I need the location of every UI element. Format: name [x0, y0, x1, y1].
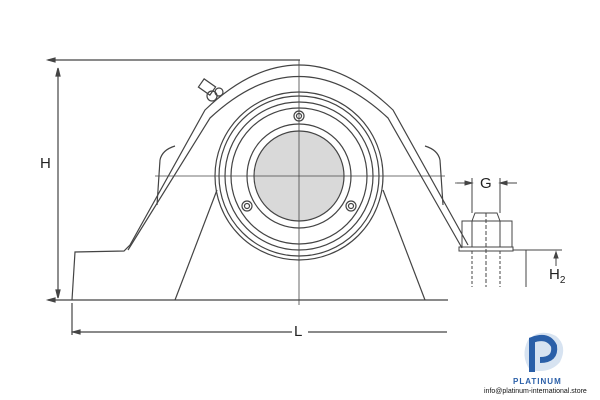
- logo-email: info@platinum-international.store: [484, 388, 587, 395]
- base-height-label: H2: [549, 266, 565, 286]
- height-dimension: [45, 57, 300, 303]
- grease-nipple-icon: [197, 78, 224, 102]
- length-label: L: [294, 323, 303, 340]
- length-dimension: [70, 303, 447, 335]
- base-height-text: H: [549, 266, 560, 283]
- bolt-gap-label: G: [480, 175, 492, 192]
- bolt-end-view: [457, 178, 562, 287]
- logo-brand-name: PLATINUM: [513, 377, 562, 386]
- height-label: H: [40, 155, 51, 172]
- platinum-logo: [524, 332, 564, 372]
- base-height-subscript: 2: [559, 275, 566, 286]
